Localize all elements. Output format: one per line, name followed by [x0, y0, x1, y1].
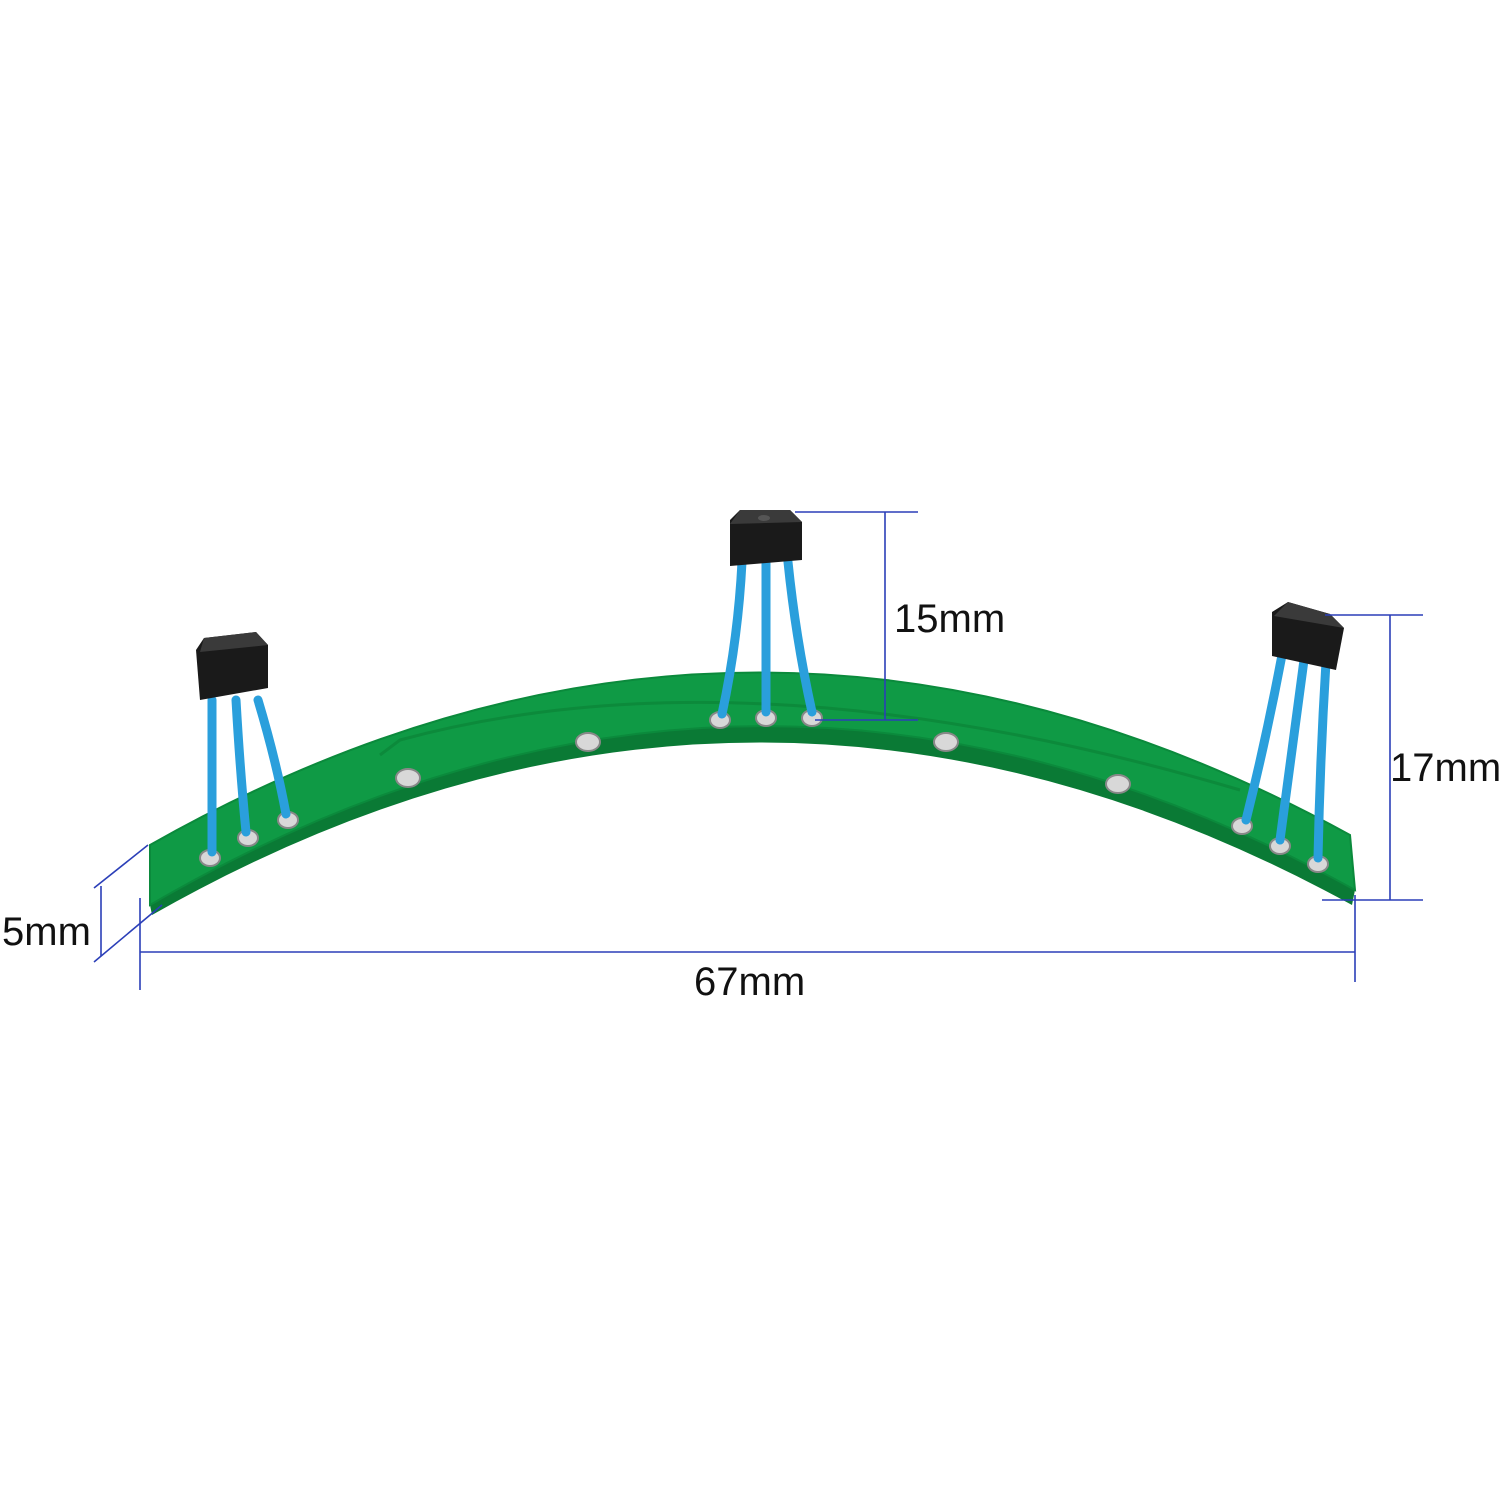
pad	[575, 732, 601, 752]
dimension-lines	[93, 511, 1423, 990]
hall-sensor-left	[196, 632, 291, 857]
pad	[1105, 774, 1131, 794]
mounting-pads	[199, 709, 1329, 873]
sensor-leads	[1241, 650, 1331, 863]
sensor-leads	[717, 557, 817, 719]
sensor-leads	[207, 695, 291, 857]
sensor-body	[730, 510, 802, 566]
total-height-label: 17mm	[1390, 746, 1500, 790]
pcb-top	[149, 671, 1357, 907]
pad	[395, 768, 421, 788]
board-length-label: 67mm	[694, 960, 805, 1004]
pcb-trace	[379, 700, 1241, 792]
hall-sensor-center	[717, 510, 817, 719]
pad	[933, 732, 959, 752]
curved-pcb-board	[149, 671, 1357, 915]
board-width-label: 5mm	[2, 910, 91, 954]
sensor-height-label: 15mm	[894, 597, 1005, 641]
hall-sensor-right	[1241, 602, 1344, 863]
